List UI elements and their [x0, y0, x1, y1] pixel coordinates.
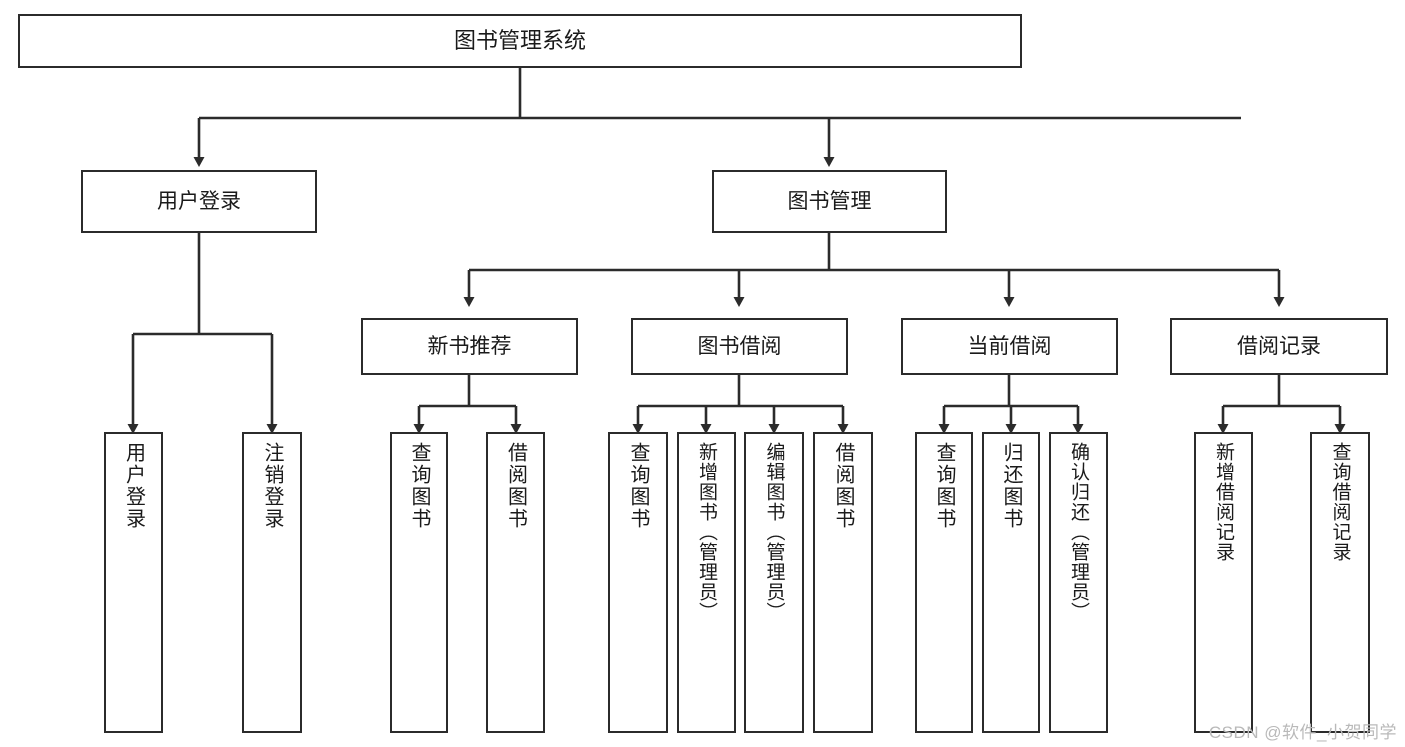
node-label: 归还图书 — [1000, 442, 1022, 530]
node-label: 当前借阅 — [967, 334, 1052, 358]
watermark: CSDN @软件_小贺同学 — [1208, 723, 1397, 742]
leaf-current-borrow-confirm-return-admin[interactable]: 确认归还（管理员） — [1049, 432, 1108, 733]
node-current-borrow[interactable]: 当前借阅 — [901, 318, 1118, 375]
node-book-borrow[interactable]: 图书借阅 — [631, 318, 848, 375]
node-root-system[interactable]: 图书管理系统 — [18, 14, 1022, 68]
node-label: 查询图书 — [408, 442, 430, 530]
leaf-user-login-logout[interactable]: 注销登录 — [242, 432, 302, 733]
node-book-management[interactable]: 图书管理 — [712, 170, 947, 233]
node-label: 查询图书 — [933, 442, 955, 530]
node-label: 借阅图书 — [504, 442, 527, 530]
node-user-login[interactable]: 用户登录 — [81, 170, 317, 233]
node-label: 新增借阅记录 — [1213, 442, 1234, 562]
node-label: 注销登录 — [261, 442, 283, 530]
node-label: 查询借阅记录 — [1329, 442, 1351, 562]
node-label: 借阅图书 — [832, 442, 854, 530]
leaf-new-book-query-book[interactable]: 查询图书 — [390, 432, 448, 733]
leaf-new-book-borrow-book[interactable]: 借阅图书 — [486, 432, 545, 733]
leaf-user-login-login[interactable]: 用户登录 — [104, 432, 163, 733]
node-label: 图书借阅 — [697, 334, 782, 358]
leaf-current-borrow-return-book[interactable]: 归还图书 — [982, 432, 1040, 733]
leaf-current-borrow-query-book[interactable]: 查询图书 — [915, 432, 973, 733]
node-label: 确认归还（管理员） — [1068, 442, 1089, 622]
node-new-book-recommend[interactable]: 新书推荐 — [361, 318, 578, 375]
node-label: 新书推荐 — [427, 334, 512, 358]
leaf-borrow-record-query-record[interactable]: 查询借阅记录 — [1310, 432, 1370, 733]
leaf-book-borrow-add-book-admin[interactable]: 新增图书（管理员） — [677, 432, 736, 733]
node-borrow-record[interactable]: 借阅记录 — [1170, 318, 1388, 375]
node-label: 图书管理系统 — [453, 27, 586, 53]
leaf-borrow-record-add-record[interactable]: 新增借阅记录 — [1194, 432, 1253, 733]
leaf-book-borrow-edit-book-admin[interactable]: 编辑图书（管理员） — [744, 432, 804, 733]
node-label: 借阅记录 — [1237, 334, 1321, 358]
node-label: 用户登录 — [122, 442, 145, 530]
leaf-book-borrow-borrow-book[interactable]: 借阅图书 — [813, 432, 873, 733]
node-label: 新增图书（管理员） — [696, 442, 717, 622]
leaf-book-borrow-query-book[interactable]: 查询图书 — [608, 432, 668, 733]
node-label: 查询图书 — [627, 442, 649, 530]
node-label: 图书管理 — [787, 189, 872, 213]
node-label: 编辑图书（管理员） — [763, 442, 785, 622]
node-label: 用户登录 — [157, 189, 241, 213]
